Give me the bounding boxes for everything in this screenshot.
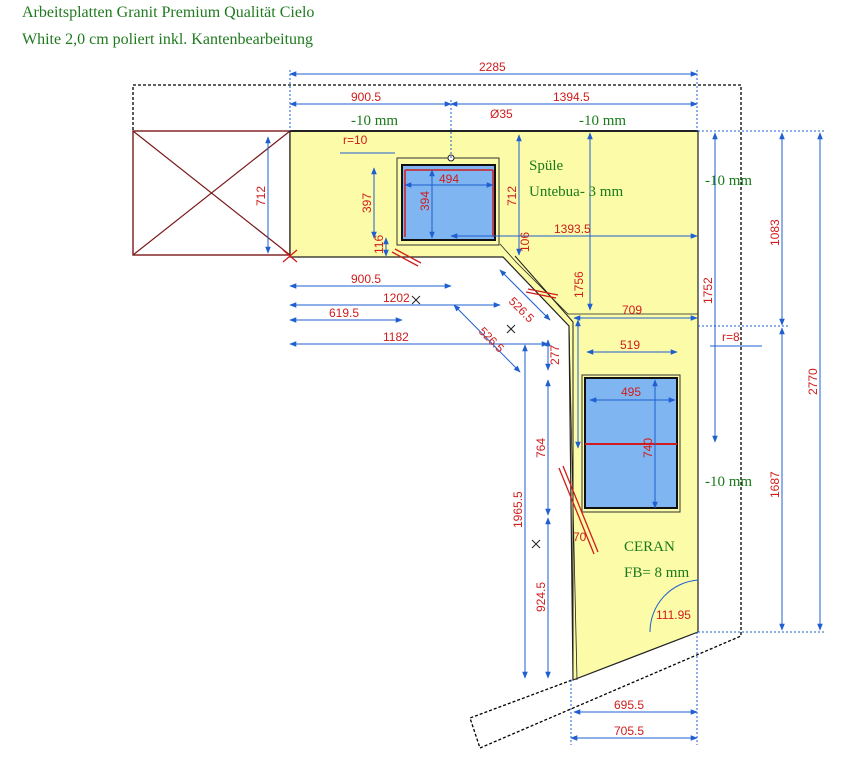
dim-2285: 2285 [479,60,506,74]
dim-radius-8: r=8 [722,330,740,344]
dim-277: 277 [548,345,562,365]
dim-740: 740 [641,438,655,458]
wall-outline [132,84,742,749]
dim-709: 709 [622,303,642,317]
dim-394: 394 [418,191,432,211]
dim-494: 494 [439,172,459,186]
dimension-lines [265,70,825,745]
dim-1394-5: 1394.5 [553,90,590,104]
dim-519: 519 [620,338,640,352]
dim-70: 70 [573,530,587,544]
dim-111-95: 111.95 [656,608,691,622]
offset-note-right-lower: -10 mm [705,474,752,490]
dim-619-5: 619.5 [329,306,359,320]
dim-764: 764 [534,438,548,458]
dim-900-5-top: 900.5 [351,90,381,104]
ceran-label: CERAN [624,539,675,555]
dim-495: 495 [621,385,641,399]
dim-526-5-a: 526.5 [506,294,537,325]
sink-mount-label: Untebua- 3 mm [529,184,623,200]
dim-705-5: 705.5 [614,724,644,738]
dim-2770: 2770 [806,368,820,395]
drawing-title-line1: Arbeitsplatten Granit Premium Qualität C… [22,4,315,21]
dim-1687: 1687 [768,471,782,498]
dim-116: 116 [372,235,386,254]
dim-1182: 1182 [383,330,409,344]
dim-1393-5: 1393.5 [554,222,591,236]
dim-712-left: 712 [254,186,268,206]
dim-712-mid: 712 [505,186,519,206]
marker-x [411,295,541,549]
dim-397: 397 [360,193,374,213]
sink-cutout [396,154,500,246]
offset-note-top-right: -10 mm [579,113,626,129]
dim-924-5: 924.5 [534,582,548,612]
dim-radius-10: r=10 [343,133,368,147]
dim-695-5: 695.5 [614,698,644,712]
drawing-title-line2: White 2,0 cm poliert inkl. Kantenbearbei… [22,31,314,48]
sink-label: Spüle [529,158,564,174]
dim-900-5-low: 900.5 [351,272,381,286]
offset-note-top-left: -10 mm [351,113,398,129]
dim-1202: 1202 [383,291,410,305]
ceran-mount-label: FB= 8 mm [624,565,689,581]
dim-106: 106 [518,232,532,252]
dimension-values: 2285 900.5 1394.5 Ø35 r=10 712 397 494 3… [254,60,820,738]
dim-1083: 1083 [768,219,782,246]
dim-1756: 1756 [572,271,586,298]
dim-1965-5: 1965.5 [511,491,525,528]
dim-1752: 1752 [701,277,715,304]
dim-diameter-35: Ø35 [490,107,513,121]
offset-note-right-upper: -10 mm [705,173,752,189]
dim-526-5-b: 526.5 [476,324,507,355]
